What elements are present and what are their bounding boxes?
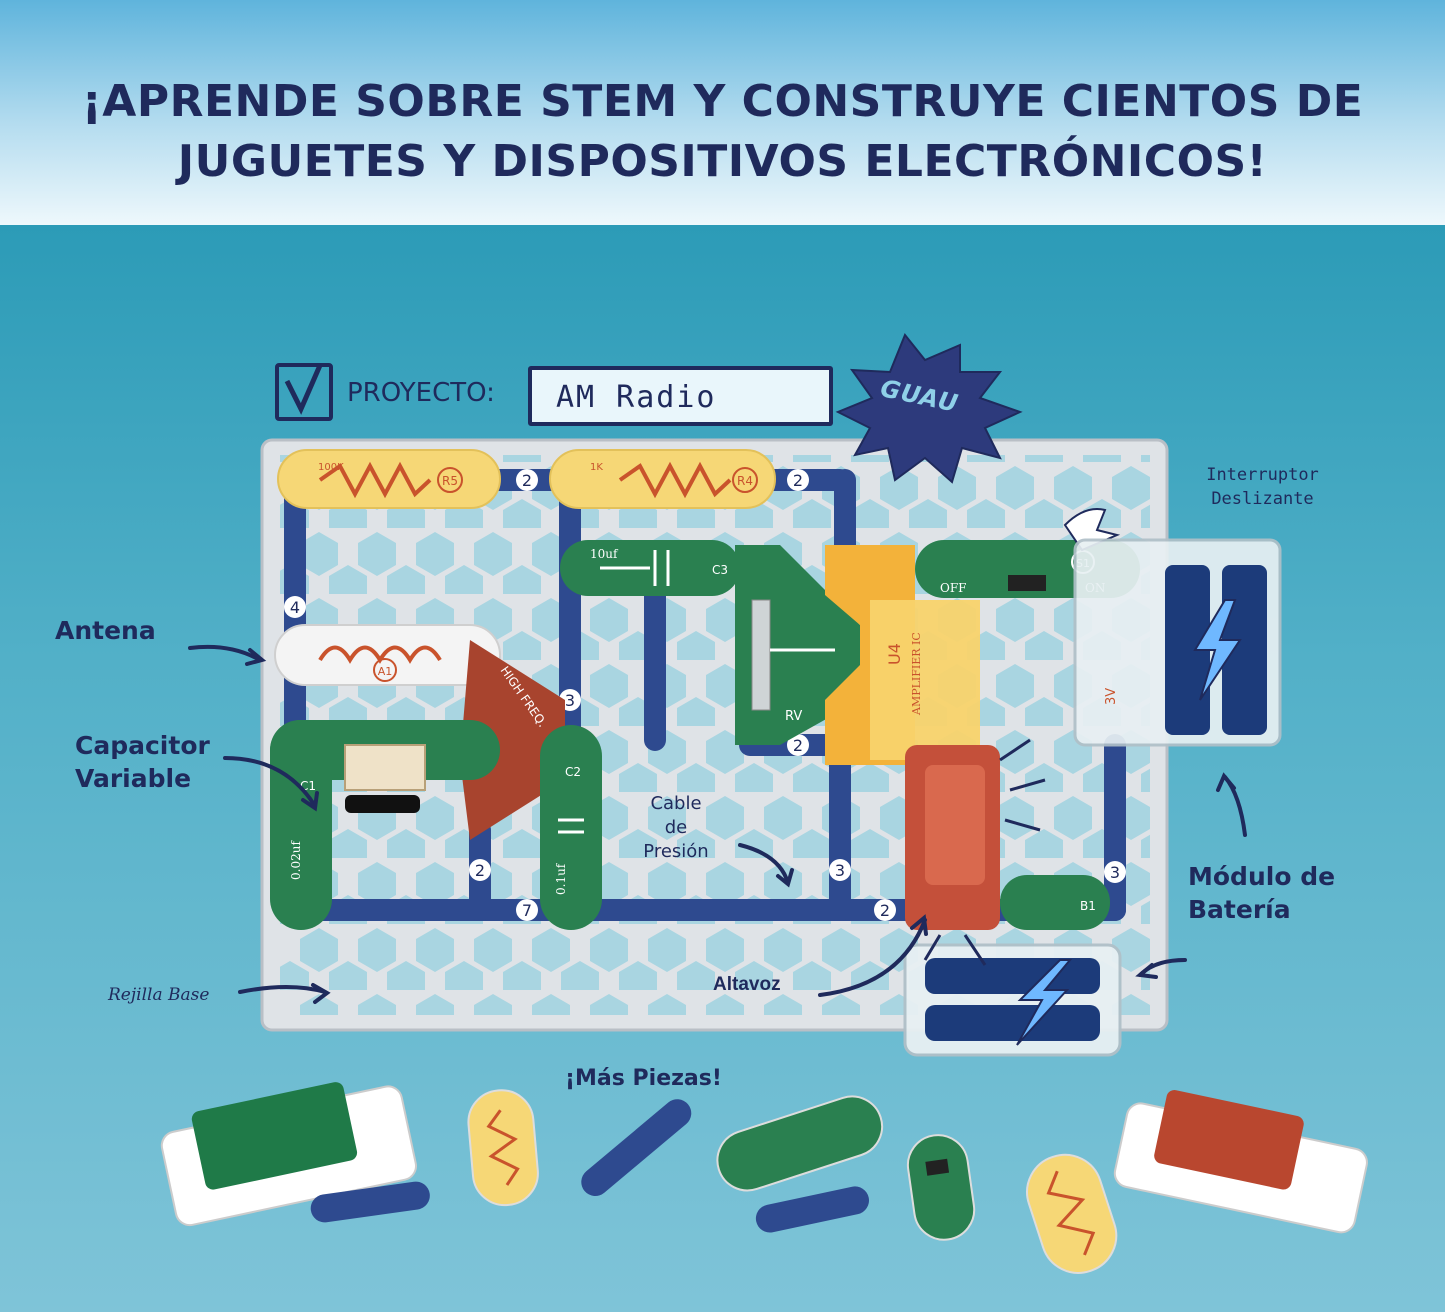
- guau-burst: [835, 333, 1023, 484]
- wire-tags: 2 2 4 3 7 2 3 2 3 2: [284, 469, 1126, 921]
- headline: ¡APRENDE SOBRE STEM Y CONSTRUYE CIENTOS …: [0, 72, 1445, 192]
- r5-value: 100K: [318, 462, 344, 473]
- resistor-r5: 100K R5: [277, 449, 501, 509]
- label-cable-presion: Cable de Presión: [630, 792, 722, 864]
- label-cable-line2: de: [664, 817, 688, 838]
- label-rejilla-base: Rejilla Base: [108, 985, 210, 1005]
- label-cable-line3: Presión: [643, 841, 709, 862]
- capacitor-c3: 10uf C3: [560, 540, 740, 596]
- u4-text: AMPLIFIER IC: [910, 632, 923, 716]
- label-capacitor-line2: Variable: [75, 764, 192, 793]
- project-label: PROYECTO:: [347, 378, 495, 408]
- r5-mark: R5: [442, 474, 458, 488]
- label-interruptor-line2: Deslizante: [1211, 489, 1314, 509]
- c1-value: 0.02uf: [289, 840, 303, 880]
- project-name: AM Radio: [528, 366, 833, 426]
- label-mas-piezas: ¡Más Piezas!: [565, 1066, 722, 1091]
- c2-value: 0.1uf: [554, 862, 568, 895]
- wire-tag-4: 4: [290, 598, 300, 617]
- label-capacitor-variable: Capacitor Variable: [75, 729, 210, 795]
- label-antena: Antena: [55, 616, 156, 645]
- label-interruptor-line1: Interruptor: [1206, 465, 1319, 485]
- wire-tag-7: 7: [522, 901, 532, 920]
- wire-tag-2c: 2: [793, 736, 803, 755]
- wire-tag-2b: 2: [793, 471, 803, 490]
- label-altavoz: Altavoz: [713, 974, 781, 995]
- c3-mark: C3: [712, 563, 728, 577]
- battery-module-bottom: [903, 943, 1122, 1057]
- label-cable-line1: Cable: [650, 793, 702, 814]
- wire-tag-3a: 3: [565, 691, 575, 710]
- wire-tag-2e: 2: [475, 861, 485, 880]
- off-mark: OFF: [940, 581, 967, 595]
- headline-line-1: ¡APRENDE SOBRE STEM Y CONSTRUYE CIENTOS …: [81, 76, 1364, 127]
- callout-arrows: [188, 644, 1247, 1004]
- label-modulo-line1: Módulo de: [1188, 862, 1336, 891]
- wire-tag-3b: 3: [835, 861, 845, 880]
- c3-value: 10uf: [590, 547, 619, 561]
- v3-mark: 3V: [1104, 688, 1119, 705]
- r4-mark: R4: [737, 474, 753, 488]
- b1-mark: B1: [1080, 899, 1096, 913]
- sound-lines: [923, 738, 1046, 966]
- spare-parts: [160, 1082, 1368, 1274]
- header-banner: [0, 0, 1445, 225]
- project-checkbox: [275, 362, 333, 421]
- u4-mark: U4: [885, 643, 904, 665]
- checkmark-icon: [284, 362, 324, 415]
- c2-mark: C2: [565, 765, 581, 779]
- label-modulo-line2: Batería: [1188, 895, 1291, 924]
- wire-tag-2d: 2: [880, 901, 890, 920]
- label-capacitor-line1: Capacitor: [75, 731, 210, 760]
- speaker: B1: [905, 745, 1110, 930]
- wire-tag-2a: 2: [522, 471, 532, 490]
- a1-mark: A1: [378, 665, 393, 678]
- battery-holder-top: 3V: [1073, 538, 1282, 747]
- label-interruptor: Interruptor Deslizante: [1190, 463, 1335, 511]
- rv-mark: RV: [785, 709, 802, 724]
- capacitor-c2: C2 0.1uf: [540, 725, 602, 930]
- resistor-r4: 1K R4: [549, 449, 776, 509]
- high-freq-module: HIGH FREQ.: [460, 640, 565, 840]
- amplifier-u4: U4 AMPLIFIER IC: [825, 545, 980, 765]
- headline-line-2: JUGUETES Y DISPOSITIVOS ELECTRÓNICOS!: [177, 136, 1268, 187]
- wire-tag-3c: 3: [1110, 863, 1120, 882]
- antenna-a1: A1: [274, 624, 501, 686]
- r4-value: 1K: [590, 462, 603, 473]
- label-modulo-bateria: Módulo de Batería: [1188, 860, 1335, 926]
